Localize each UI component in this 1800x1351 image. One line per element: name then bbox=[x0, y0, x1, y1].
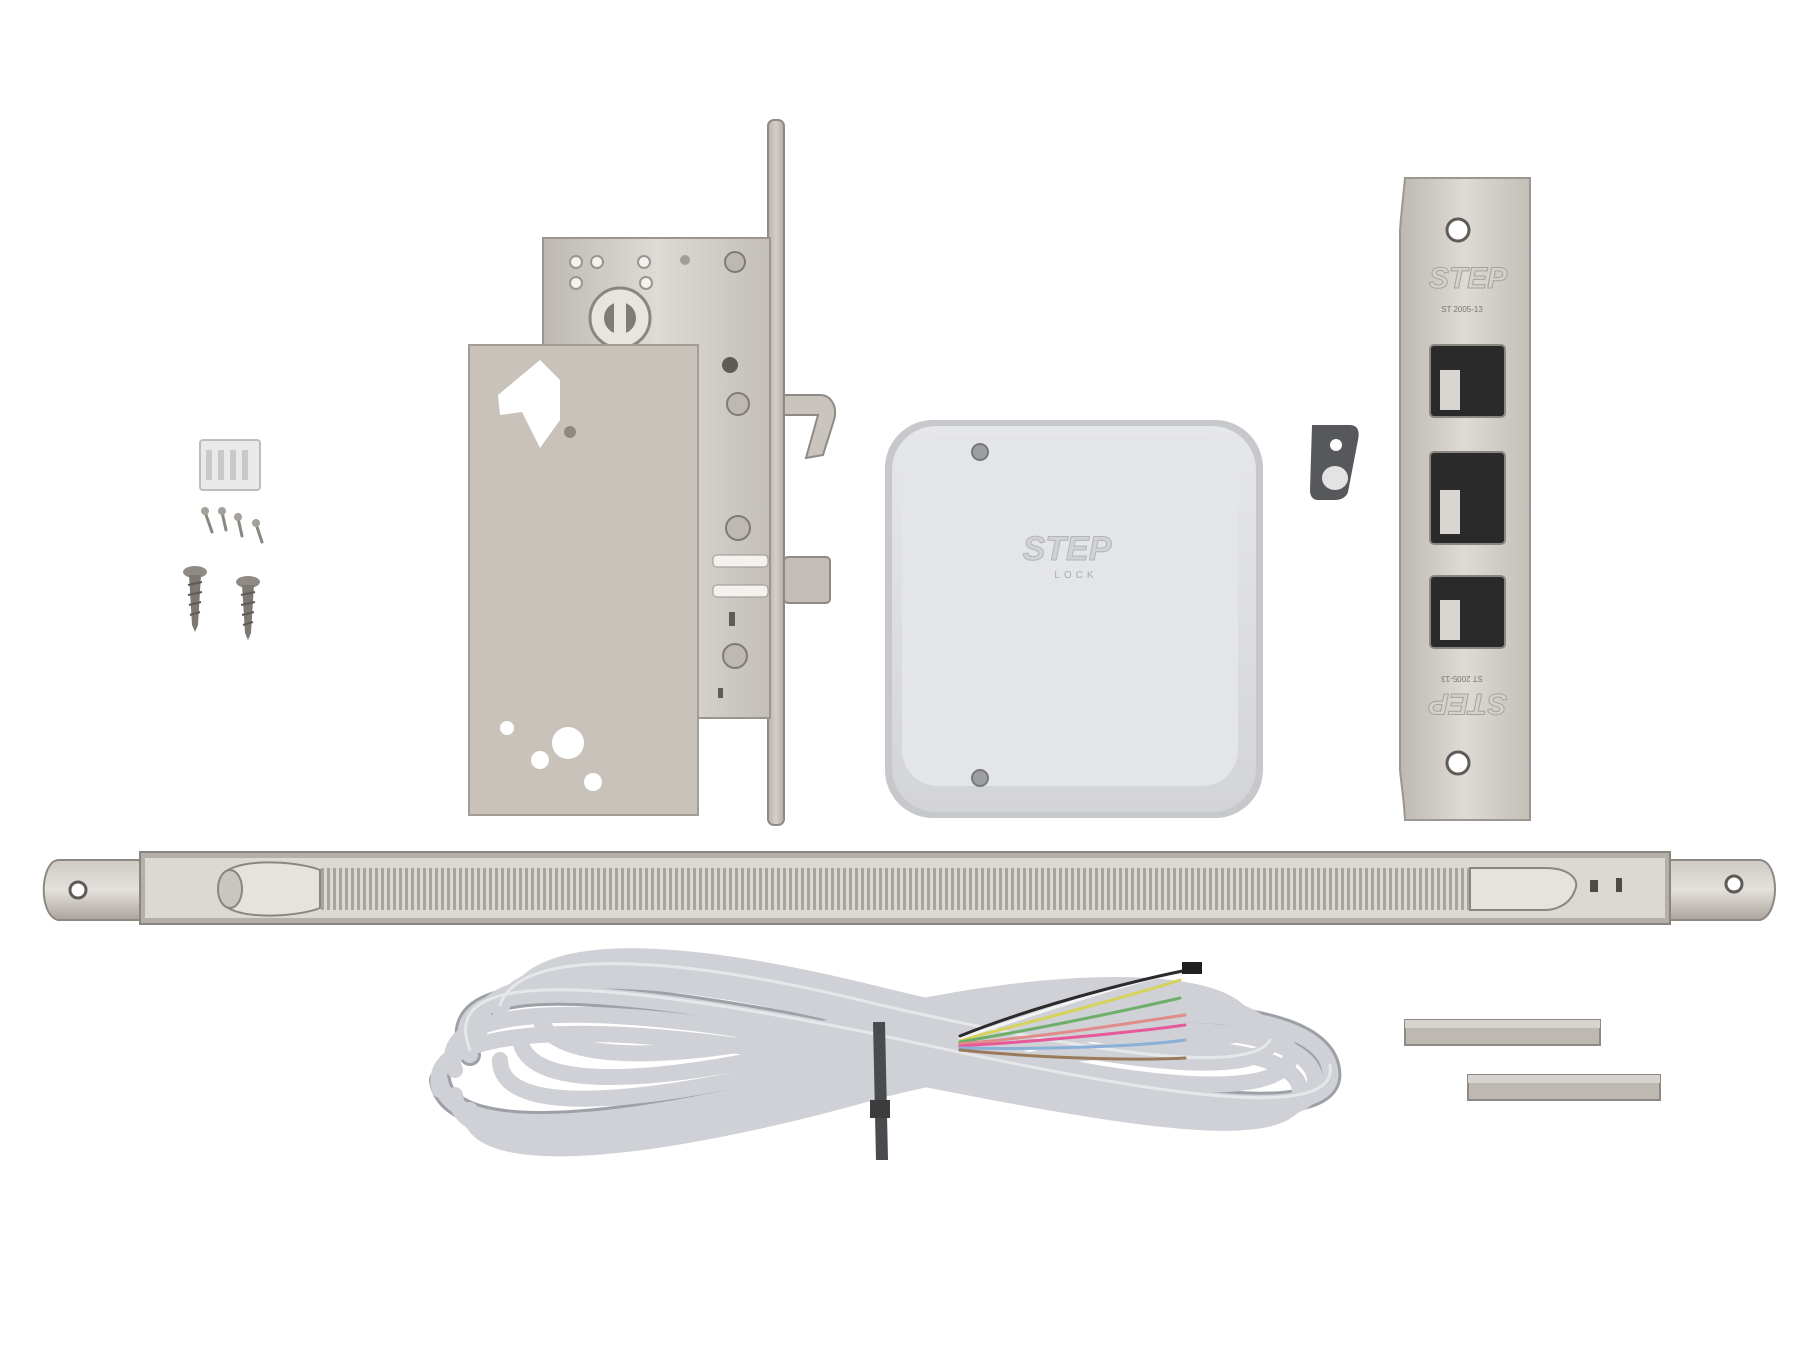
cable-loop-bar bbox=[42, 851, 1776, 925]
box-brand-logo: STEP bbox=[1023, 530, 1112, 568]
strike-model-label-top: ST 2005-13 bbox=[1441, 305, 1483, 314]
box-brand-sub: LOCK bbox=[1054, 570, 1097, 581]
hook-bolt bbox=[783, 394, 836, 460]
sensor-magnets bbox=[1404, 1019, 1661, 1101]
cable-end-connector bbox=[1182, 962, 1202, 974]
coiled-cable bbox=[429, 948, 1342, 1160]
cylinder-hole bbox=[588, 286, 652, 350]
small-screws bbox=[201, 507, 264, 544]
wood-screw-right bbox=[236, 576, 260, 640]
wood-screw-left bbox=[183, 566, 207, 632]
mortise-lock bbox=[468, 119, 836, 826]
latch-bolt bbox=[783, 556, 831, 604]
strike-brand-logo-bottom: STEP bbox=[1428, 687, 1507, 720]
cable-tie bbox=[870, 1022, 890, 1160]
controller-box: STEP LOCK bbox=[885, 420, 1263, 818]
strike-brand-logo-top: STEP bbox=[1429, 262, 1508, 295]
connector-plug bbox=[199, 439, 261, 491]
adapter-plate bbox=[468, 344, 699, 816]
strike-model-label-bottom: ST 2005-13 bbox=[1441, 674, 1483, 683]
strike-plate: STEP ST 2005-13 ST 2005-13 STEP bbox=[1399, 177, 1531, 821]
cable-wires bbox=[958, 966, 1200, 1061]
cable-bracket bbox=[1310, 425, 1359, 500]
accessory-parts bbox=[183, 439, 264, 640]
